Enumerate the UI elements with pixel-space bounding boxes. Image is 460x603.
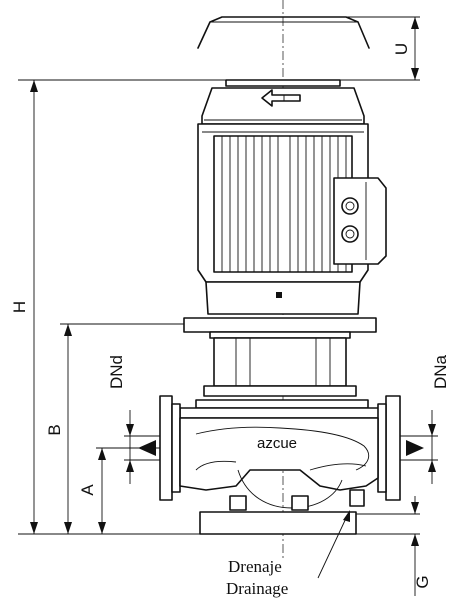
dimension-b — [60, 323, 184, 534]
label-drenaje: Drenaje — [228, 557, 282, 576]
dimension-h — [30, 80, 38, 534]
label-u: U — [392, 43, 411, 55]
cooling-ribs — [213, 135, 353, 273]
motor — [197, 79, 387, 315]
dimension-g — [411, 496, 419, 596]
flow-direction-arrow-icon — [261, 89, 301, 107]
label-a: A — [78, 484, 97, 496]
drain-leader — [317, 510, 350, 579]
label-dna: DNa — [431, 354, 450, 389]
label-g: G — [413, 575, 432, 588]
dimension-dna — [400, 410, 438, 484]
label-h: H — [10, 301, 29, 313]
dimension-dnd — [124, 410, 160, 484]
dimension-u — [411, 17, 419, 80]
brand-azcue: azcue — [257, 435, 297, 452]
pump-casing — [159, 395, 401, 535]
terminal-box — [333, 177, 387, 265]
lantern-bracket — [183, 317, 377, 397]
label-drainage: Drainage — [226, 579, 288, 598]
label-b: B — [45, 424, 64, 435]
fan-hood-cap — [197, 16, 370, 49]
label-dnd: DNd — [107, 355, 126, 389]
dimension-a — [96, 447, 160, 534]
